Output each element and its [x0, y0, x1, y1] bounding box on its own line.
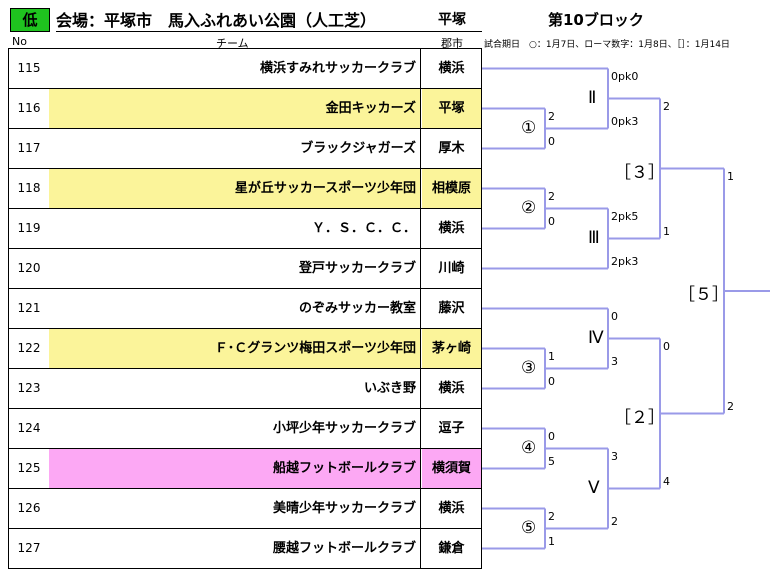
team-number: 125 [8, 449, 50, 488]
team-name: 美晴少年サッカークラブ [49, 489, 421, 528]
match-label: Ⅳ [588, 327, 604, 348]
score-top: 0 [663, 339, 670, 353]
venue-city: 平塚 [438, 12, 466, 28]
team-name: 横浜すみれサッカークラブ [49, 49, 421, 88]
score-bottom: 1 [548, 534, 555, 548]
team-city: 逗子 [422, 409, 482, 448]
team-number: 118 [8, 169, 50, 208]
score-bottom: 3 [611, 354, 618, 368]
score-top: 2 [548, 109, 555, 123]
team-city: 横浜 [422, 489, 482, 528]
team-name: Ｆ･Ｃグランツ梅田スポーツ少年団 [49, 329, 421, 368]
score-bottom: 0pk3 [611, 114, 639, 128]
score-top: 2 [548, 509, 555, 523]
match-label: ④ [521, 437, 537, 458]
venue-title: 会場：平塚市 馬入ふれあい公園（人工芝） [56, 11, 377, 30]
match-label: Ⅲ [588, 227, 600, 248]
team-number: 127 [8, 529, 50, 568]
team-city: 横浜 [422, 49, 482, 88]
match-label: Ⅴ [588, 477, 600, 498]
score-top: 2 [548, 189, 555, 203]
team-number: 116 [8, 89, 50, 128]
column-header-team: チーム [216, 37, 249, 50]
team-city: 茅ヶ崎 [422, 329, 482, 368]
team-city: 横浜 [422, 209, 482, 248]
team-city: 川崎 [422, 249, 482, 288]
team-name: ブラックジャガーズ [49, 129, 421, 168]
team-number: 115 [8, 49, 50, 88]
match-label: ⑤ [521, 517, 537, 538]
team-name: 登戸サッカークラブ [49, 249, 421, 288]
team-number: 121 [8, 289, 50, 328]
team-name: Ｙ．Ｓ．Ｃ．Ｃ． [49, 209, 421, 248]
title-underline [56, 31, 482, 32]
score-bottom: 1 [663, 224, 670, 238]
team-name: 腰越フットボールクラブ [49, 529, 421, 568]
score-bottom: 0 [548, 374, 555, 388]
team-name: 星が丘サッカースポーツ少年団 [49, 169, 421, 208]
match-label: ［２］ [614, 407, 665, 428]
score-top: 1 [727, 169, 734, 183]
team-name: いぶき野 [49, 369, 421, 408]
match-label: Ⅱ [588, 87, 597, 108]
score-bottom: 2 [611, 514, 618, 528]
schedule-note: 試合期日 ○：1月7日、ローマ数字：1月8日、［］：1月14日 [484, 40, 730, 50]
team-number: 126 [8, 489, 50, 528]
score-top: 2pk5 [611, 209, 639, 223]
team-name: 金田キッカーズ [49, 89, 421, 128]
team-city: 鎌倉 [422, 529, 482, 568]
team-name: 船越フットボールクラブ [49, 449, 421, 488]
match-label: ③ [521, 357, 537, 378]
team-city: 相模原 [422, 169, 482, 208]
block-title: 第10ブロック [548, 11, 644, 29]
score-bottom: 5 [548, 454, 555, 468]
match-label: ［３］ [614, 162, 665, 183]
score-bottom: 0 [548, 134, 555, 148]
team-number: 117 [8, 129, 50, 168]
team-number: 120 [8, 249, 50, 288]
score-top: 1 [548, 349, 555, 363]
team-city: 横浜 [422, 369, 482, 408]
team-city: 厚木 [422, 129, 482, 168]
score-bottom: 2 [727, 399, 734, 413]
score-top: 2 [663, 99, 670, 113]
score-bottom: 4 [663, 474, 670, 488]
match-label: ［５］ [678, 285, 729, 305]
team-number: 122 [8, 329, 50, 368]
column-header-no: No [12, 35, 27, 48]
score-top: 0pk0 [611, 69, 639, 83]
team-city: 藤沢 [422, 289, 482, 328]
match-label: ① [521, 117, 537, 138]
team-city: 横須賀 [422, 449, 482, 488]
match-label: ② [521, 197, 537, 218]
score-top: 3 [611, 449, 618, 463]
score-bottom: 2pk3 [611, 254, 639, 268]
score-top: 0 [611, 309, 618, 323]
team-number: 119 [8, 209, 50, 248]
team-city: 平塚 [422, 89, 482, 128]
team-name: 小坪少年サッカークラブ [49, 409, 421, 448]
team-name: のぞみサッカー教室 [49, 289, 421, 328]
level-badge: 低 [10, 8, 50, 32]
score-bottom: 0 [548, 214, 555, 228]
score-top: 0 [548, 429, 555, 443]
column-header-city: 郡市 [441, 37, 463, 50]
